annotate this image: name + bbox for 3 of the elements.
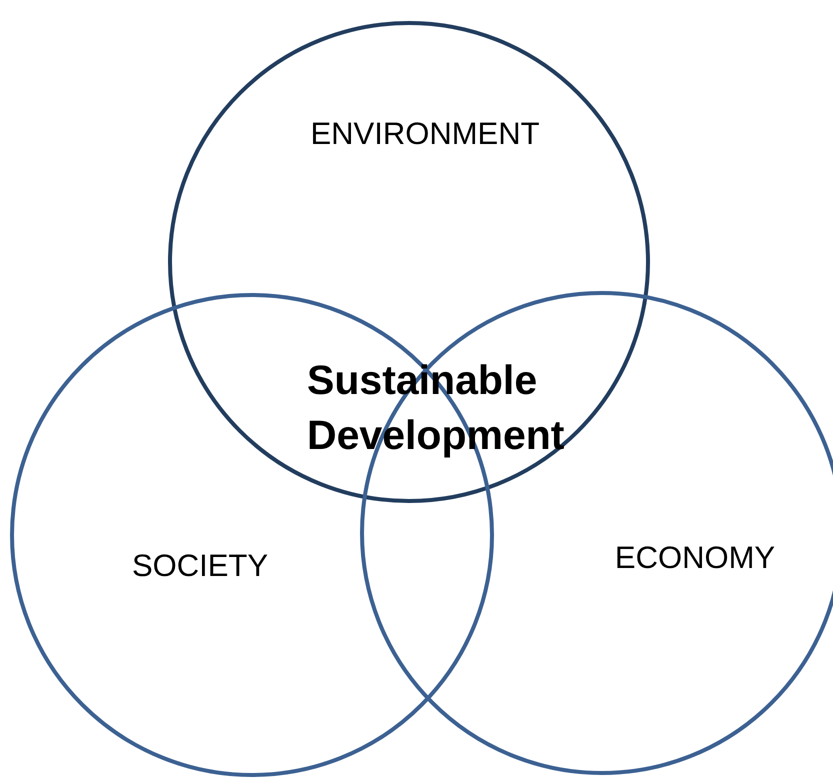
circle-label: ENVIRONMENT	[310, 116, 540, 152]
circle-label: SOCIETY	[132, 548, 268, 584]
circle-label: ECONOMY	[614, 540, 776, 576]
